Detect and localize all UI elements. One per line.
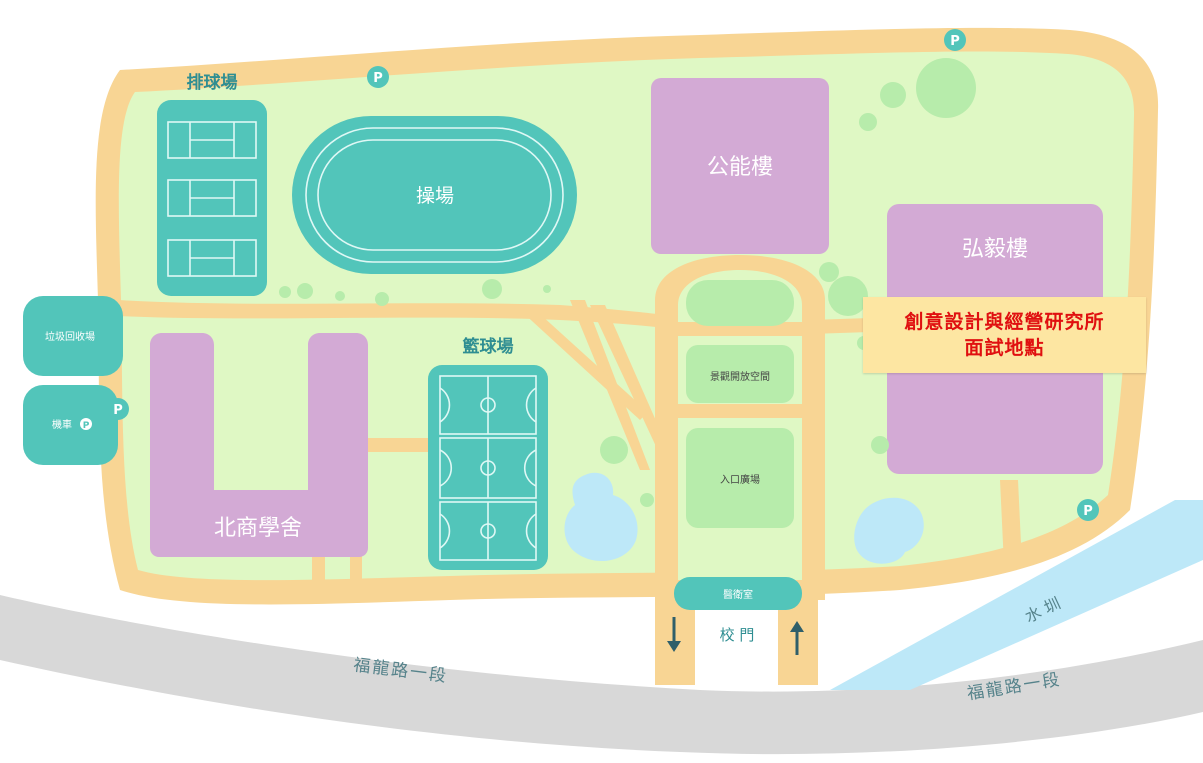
track-field	[292, 116, 577, 274]
plaza-label: 入口廣場	[720, 473, 760, 486]
entrance-plaza	[686, 428, 794, 528]
canal	[830, 500, 1203, 690]
volleyball-label: 排球場	[187, 72, 238, 93]
scooter-label: 機車	[52, 418, 72, 431]
road-fulong-section1	[0, 595, 1203, 755]
pond-left	[564, 472, 638, 562]
gate-label: 校 門	[720, 626, 755, 644]
clinic-label: 醫衛室	[723, 588, 753, 601]
callout-line-1: 創意設計與經營研究所	[904, 311, 1105, 333]
parking-icon-label: P	[83, 421, 90, 431]
svg-text:P: P	[113, 403, 123, 418]
hongyi-label: 弘毅樓	[962, 237, 1028, 262]
parking-icon: P	[1077, 499, 1099, 521]
recycle-station	[23, 296, 123, 376]
interview-location-callout: 創意設計與經營研究所 面試地點	[863, 297, 1146, 373]
clinic	[674, 577, 802, 610]
recycle-label: 垃圾回收場	[45, 330, 95, 343]
pond-right	[854, 497, 924, 564]
track-label: 操場	[416, 185, 454, 207]
svg-text:P: P	[373, 71, 383, 86]
parking-icon: P	[107, 398, 129, 420]
parking-icon: P	[367, 66, 389, 88]
basketball-courts	[428, 365, 548, 570]
basketball-label: 籃球場	[462, 336, 514, 357]
gongneng-building	[651, 78, 829, 254]
axis-garden-top	[686, 280, 794, 326]
scooter-parking	[23, 385, 118, 465]
volleyball-courts	[157, 100, 267, 296]
parking-icon: P	[944, 29, 966, 51]
gongneng-label: 公能樓	[707, 155, 773, 180]
axis-divider-2	[668, 404, 812, 418]
beishang-dorm	[150, 333, 368, 557]
callout-line-2: 面試地點	[964, 337, 1045, 359]
shrubs	[279, 58, 976, 507]
beishang-label: 北商學舍	[214, 516, 302, 541]
svg-text:P: P	[950, 34, 960, 49]
svg-text:P: P	[1083, 504, 1093, 519]
arrow-up-icon	[790, 621, 804, 655]
scenic-open-space	[686, 345, 794, 403]
scenic-label: 景觀開放空間	[710, 370, 770, 383]
parking-icon	[80, 418, 92, 430]
school-gate	[695, 610, 778, 685]
arrow-down-icon	[667, 617, 681, 652]
inner-paths	[118, 300, 1022, 585]
